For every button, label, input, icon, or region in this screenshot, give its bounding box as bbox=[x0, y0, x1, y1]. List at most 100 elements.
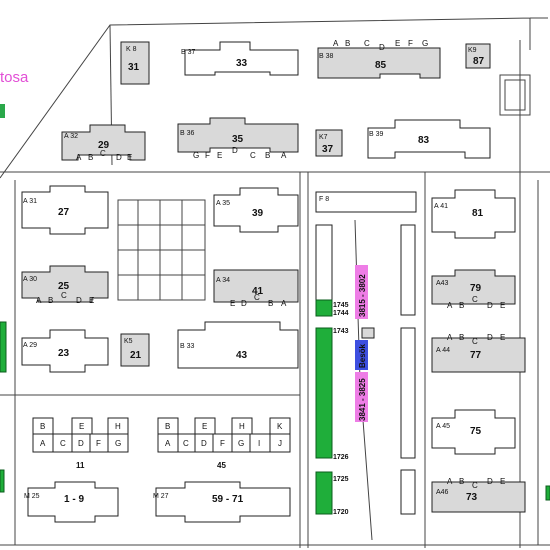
building-1-9[interactable]: M 25 1 - 9 bbox=[24, 481, 119, 523]
entrance-label: B bbox=[345, 39, 350, 48]
entrance-label: D bbox=[76, 296, 82, 305]
building-73-number: 73 bbox=[466, 492, 478, 503]
building-29[interactable]: A 32 29 A B C D E bbox=[61, 124, 146, 162]
building-31[interactable]: K 8 31 bbox=[120, 41, 150, 85]
entrance-label: E bbox=[500, 477, 505, 486]
blue-tag-label: Besök bbox=[358, 343, 367, 368]
entrance-label: F bbox=[205, 151, 210, 160]
unit-label: D bbox=[78, 439, 84, 448]
building-87[interactable]: K9 87 bbox=[465, 43, 491, 69]
building-25[interactable]: A 30 25 A B C D E bbox=[21, 265, 109, 305]
entrance-label: D bbox=[116, 153, 122, 162]
building-37-code: K7 bbox=[319, 134, 328, 141]
unit-label: A bbox=[165, 439, 171, 448]
building-81-code: A 41 bbox=[434, 203, 448, 210]
building-43-number: 43 bbox=[236, 350, 248, 361]
building-11-number: 11 bbox=[76, 461, 85, 470]
building-35-number: 35 bbox=[232, 134, 244, 145]
building-79[interactable]: A43 79 A B C D E bbox=[431, 269, 516, 310]
building-41-number: 41 bbox=[252, 286, 264, 297]
entrance-label: A bbox=[447, 477, 453, 486]
strip-east-3 bbox=[400, 469, 416, 515]
unit-label: A bbox=[40, 439, 46, 448]
building-77[interactable]: A 44 77 A B C D E bbox=[431, 333, 526, 373]
building-79-code: A43 bbox=[436, 280, 449, 287]
unit-label: G bbox=[238, 439, 244, 448]
building-27-number: 27 bbox=[58, 207, 70, 218]
building-75[interactable]: A 45 75 bbox=[431, 409, 516, 455]
entrance-label: G bbox=[193, 151, 199, 160]
entrance-label: C bbox=[254, 293, 260, 302]
building-87-number: 87 bbox=[473, 56, 485, 67]
parking-strip-1725 bbox=[315, 471, 333, 515]
kiosk bbox=[361, 327, 375, 339]
entrance-label: E bbox=[89, 296, 94, 305]
building-59-71-number: 59 - 71 bbox=[212, 494, 244, 505]
building-85[interactable]: B 38 85 A B C D E F G bbox=[317, 39, 441, 79]
parking-strip-1745 bbox=[315, 299, 333, 317]
building-79-entrances: A B C D E bbox=[447, 295, 505, 310]
parking-label-1726: 1726 bbox=[333, 454, 349, 461]
building-33[interactable]: B 37 33 bbox=[181, 41, 299, 76]
entrance-label: C bbox=[100, 149, 106, 158]
entrance-label: E bbox=[127, 153, 132, 162]
entrance-label: D bbox=[379, 43, 385, 52]
entrance-label: C bbox=[364, 39, 370, 48]
building-25-code: A 30 bbox=[23, 276, 37, 283]
building-85-number: 85 bbox=[375, 60, 387, 71]
building-39-number: 39 bbox=[252, 208, 264, 219]
building-85-code: B 38 bbox=[319, 53, 334, 60]
entrance-label: C bbox=[250, 151, 256, 160]
pink-tag-1-bg bbox=[355, 265, 368, 319]
parking-label-1720: 1720 bbox=[333, 509, 349, 516]
unit-label: J bbox=[278, 439, 282, 448]
building-41[interactable]: A 34 41 E D C B A bbox=[213, 269, 299, 308]
entrance-label: E bbox=[500, 301, 505, 310]
building-41-entrances: E D C B A bbox=[230, 293, 287, 308]
unit-label: B bbox=[40, 422, 45, 431]
building-39[interactable]: A 35 39 bbox=[213, 187, 299, 233]
building-29-entrances: A B C D E bbox=[76, 149, 132, 162]
building-73[interactable]: A46 73 A B C D E bbox=[431, 477, 526, 513]
entrance-label: B bbox=[459, 477, 464, 486]
entrance-label: E bbox=[395, 39, 400, 48]
pink-tag-2-bg bbox=[355, 372, 368, 422]
building-11[interactable]: B E H A C D F G 11 bbox=[32, 417, 129, 470]
entrance-label: A bbox=[447, 333, 453, 342]
entrance-label: B bbox=[459, 333, 464, 342]
entrance-label: D bbox=[487, 477, 493, 486]
building-21[interactable]: K5 21 bbox=[120, 333, 150, 367]
building-77-code: A 44 bbox=[436, 347, 450, 354]
entrance-label: A bbox=[447, 301, 453, 310]
building-f8[interactable]: F 8 bbox=[315, 191, 417, 213]
building-37[interactable]: K7 37 bbox=[315, 129, 343, 157]
building-45[interactable]: B E H K A C D F G I J 45 bbox=[157, 417, 291, 470]
building-77-number: 77 bbox=[470, 350, 482, 361]
building-59-71[interactable]: M 27 59 - 71 bbox=[153, 481, 291, 523]
left-edge-strip-1 bbox=[0, 321, 7, 373]
unit-label: C bbox=[183, 439, 189, 448]
building-35-code: B 36 bbox=[180, 130, 195, 137]
unit-label: B bbox=[165, 422, 170, 431]
building-83[interactable]: B 39 83 bbox=[367, 119, 491, 159]
building-79-number: 79 bbox=[470, 283, 482, 294]
entrance-label: D bbox=[232, 146, 238, 155]
entrance-label: B bbox=[88, 153, 93, 162]
unit-label: H bbox=[239, 422, 245, 431]
building-27[interactable]: A 31 27 bbox=[21, 185, 109, 235]
building-23[interactable]: A 29 23 bbox=[21, 329, 109, 373]
unit-label: E bbox=[79, 422, 84, 431]
strip-east-2 bbox=[400, 327, 416, 459]
building-81[interactable]: A 41 81 bbox=[431, 189, 516, 239]
parking-label-1744: 1744 bbox=[333, 310, 349, 317]
building-39-code: A 35 bbox=[216, 200, 230, 207]
building-45-number: 45 bbox=[217, 461, 226, 470]
building-83-number: 83 bbox=[418, 135, 430, 146]
building-59-71-code: M 27 bbox=[153, 493, 169, 500]
building-21-number: 21 bbox=[130, 350, 142, 361]
right-edge-strip bbox=[545, 485, 550, 501]
building-43[interactable]: B 33 43 bbox=[177, 321, 299, 369]
building-29-number: 29 bbox=[98, 140, 110, 151]
entrance-label: C bbox=[472, 481, 478, 490]
building-35[interactable]: B 36 35 G F E D C B A bbox=[177, 117, 299, 160]
